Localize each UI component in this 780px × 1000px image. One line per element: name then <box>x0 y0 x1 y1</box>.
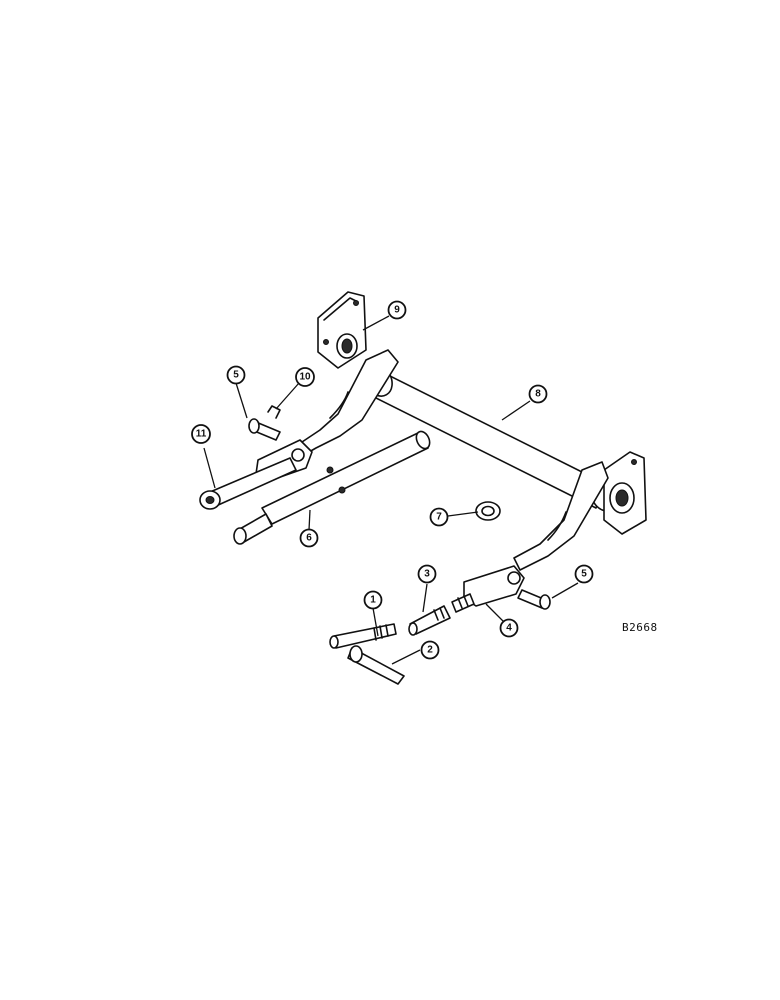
callout-5-right: 5 <box>574 564 594 584</box>
crank-assembly <box>329 623 405 685</box>
figure-code: B2668 <box>622 621 658 634</box>
callout-6-label: 6 <box>306 533 312 544</box>
callout-3-label: 3 <box>424 569 430 580</box>
callout-6: 6 <box>299 528 319 548</box>
callout-5-left: 5 <box>226 365 246 385</box>
callout-2: 2 <box>420 640 440 660</box>
callout-9-label: 9 <box>394 305 400 316</box>
callout-7: 7 <box>429 507 449 527</box>
pin-right <box>517 589 551 610</box>
callout-8: 8 <box>528 384 548 404</box>
callout-3: 3 <box>417 564 437 584</box>
pin-left <box>248 405 281 441</box>
callout-11-label: 11 <box>196 429 207 440</box>
callout-11: 11 <box>191 424 211 444</box>
mounting-bracket-left <box>317 291 367 369</box>
leader-lines <box>203 315 579 665</box>
leveling-tube <box>233 430 431 545</box>
callout-8-label: 8 <box>535 389 541 400</box>
callout-5-left-label: 5 <box>233 370 239 381</box>
lift-arm-right <box>463 461 609 607</box>
callout-4-label: 4 <box>506 623 512 634</box>
callout-1: 1 <box>363 590 383 610</box>
callout-2-label: 2 <box>427 645 433 656</box>
callout-7-label: 7 <box>436 512 442 523</box>
threaded-bushing <box>408 605 451 636</box>
callout-1-label: 1 <box>370 595 376 606</box>
callout-10: 10 <box>295 367 315 387</box>
callout-5-right-label: 5 <box>581 569 587 580</box>
mounting-bracket-right <box>603 451 647 535</box>
washer <box>475 501 501 521</box>
adjusting-screw <box>451 593 475 613</box>
callout-4: 4 <box>499 618 519 638</box>
callout-10-label: 10 <box>299 372 311 383</box>
lift-link <box>199 457 297 510</box>
callout-9: 9 <box>387 300 407 320</box>
